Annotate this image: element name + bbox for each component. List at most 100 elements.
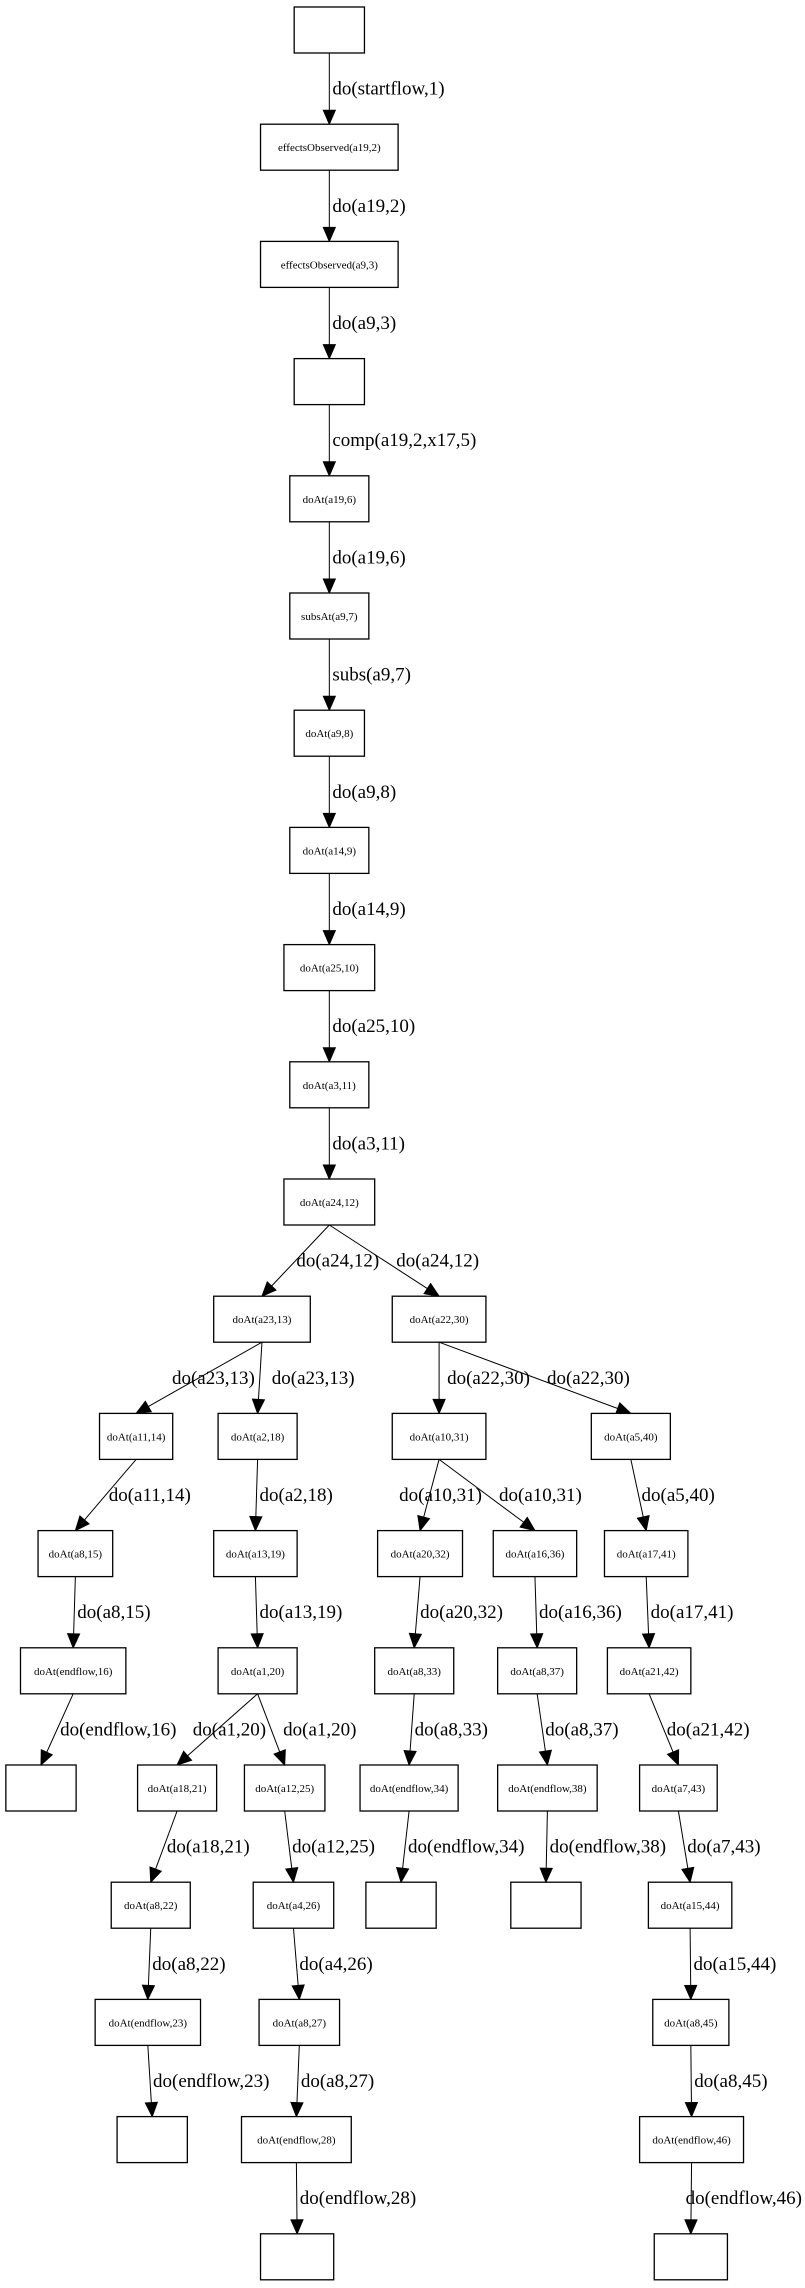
node-label: doAt(a15,44): [661, 1900, 720, 1912]
empty-state-node: [510, 1881, 582, 1929]
transition-edge: do(a5,40): [630, 1459, 715, 1532]
transition-edge: do(a23,13): [251, 1342, 355, 1415]
node-box: [653, 2233, 729, 2281]
edge-line: [690, 2045, 692, 2103]
arrowhead-icon: [66, 1633, 81, 1650]
node-box: [638, 1764, 718, 1812]
node-label: doAt(a8,37): [510, 1666, 564, 1678]
transition-edge: do(a24,12): [329, 1224, 479, 1297]
transition-edge: do(a22,30): [432, 1342, 530, 1415]
node-label: doAt(a11,14): [107, 1431, 166, 1443]
node-label: doAt(a8,33): [387, 1666, 441, 1678]
state-node: doAt(endflow,28): [240, 2115, 352, 2164]
node-box: [289, 592, 370, 640]
node-label: doAt(a8,22): [124, 1900, 178, 1912]
edge-label: do(a11,14): [109, 1485, 191, 1506]
node-box: [293, 357, 366, 406]
transition-edge: do(a11,14): [74, 1459, 191, 1532]
state-node: doAt(a14,9): [289, 826, 370, 875]
transition-edge: do(a8,37): [536, 1693, 619, 1767]
edge-label: do(endflow,23): [153, 2071, 269, 2092]
arrowhead-icon: [684, 2102, 699, 2118]
edge-label: do(a10,31): [499, 1485, 582, 1506]
node-label: effectsObserved(a19,2): [278, 142, 381, 154]
node-box: [252, 1881, 335, 1929]
edge-label: do(a8,15): [77, 1602, 150, 1623]
node-label: doAt(a22,30): [410, 1314, 469, 1326]
node-label: doAt(a13,19): [226, 1549, 285, 1561]
arrowhead-icon: [322, 226, 337, 243]
node-box: [240, 2115, 352, 2164]
edge-label: do(a19,6): [332, 547, 405, 568]
edge-line: [534, 1576, 538, 1634]
arrowhead-icon: [322, 930, 337, 946]
arrowhead-icon: [249, 1515, 263, 1532]
state-node: doAt(a8,15): [37, 1529, 114, 1578]
edge-label: do(endflow,38): [550, 1837, 666, 1858]
transition-edge: do(endflow,46): [684, 2162, 802, 2236]
node-label: doAt(a3,11): [303, 1080, 356, 1092]
node-box: [217, 1412, 298, 1461]
transition-edge: do(startflow,1): [322, 53, 445, 126]
node-box: [259, 2233, 335, 2281]
edge-line: [292, 1928, 299, 1986]
empty-state-node: [5, 1764, 77, 1812]
edge-label: do(endflow,28): [300, 2188, 416, 2209]
arrowhead-icon: [284, 1866, 299, 1884]
state-node: doAt(a4,26): [252, 1881, 335, 1929]
transition-edge: do(a3,11): [322, 1107, 405, 1181]
node-box: [496, 1647, 578, 1695]
arrowhead-icon: [322, 461, 337, 478]
node-box: [638, 2115, 745, 2164]
empty-state-node: [116, 2115, 188, 2164]
node-box: [590, 1412, 671, 1461]
edge-label: do(endflow,46): [686, 2188, 802, 2209]
transition-edge: do(a10,31): [399, 1459, 482, 1532]
edge-label: do(a13,19): [260, 1602, 343, 1623]
edge-line: [409, 1693, 415, 1752]
arrowhead-icon: [141, 1984, 156, 2001]
node-label: subsAt(a9,7): [301, 611, 358, 623]
transition-edge: do(a1,20): [257, 1693, 356, 1767]
empty-state-node: [259, 2233, 335, 2281]
edge-label: do(a8,27): [301, 2071, 374, 2092]
arrowhead-icon: [74, 1515, 90, 1532]
node-box: [374, 1647, 455, 1695]
arrowhead-icon: [403, 1750, 417, 1767]
node-label: doAt(a2,18): [231, 1431, 285, 1443]
state-node: doAt(a23,13): [213, 1295, 311, 1343]
transition-edge: do(a19,2): [322, 170, 406, 243]
node-box: [259, 240, 399, 289]
edge-label: do(a4,26): [299, 1954, 372, 1975]
edge-line: [690, 2162, 693, 2220]
edge-label: do(a8,33): [415, 1719, 488, 1740]
state-node: doAt(a1,20): [217, 1647, 298, 1695]
state-node: doAt(a12,25): [243, 1764, 326, 1812]
edge-line: [257, 1693, 281, 1753]
edge-label: do(endflow,16): [60, 1719, 176, 1740]
node-box: [19, 1647, 127, 1695]
node-label: doAt(endflow,34): [370, 1783, 449, 1795]
transition-edge: do(a25,10): [322, 990, 415, 1064]
arrowhead-icon: [149, 1866, 163, 1884]
arrowhead-icon: [251, 1398, 266, 1415]
transition-edge: do(a18,21): [149, 1810, 250, 1884]
arrowhead-icon: [144, 2101, 159, 2118]
arrowhead-icon: [322, 695, 337, 712]
node-box: [492, 1529, 578, 1578]
node-box: [116, 2115, 188, 2164]
node-label: doAt(endflow,23): [109, 2017, 188, 2029]
arrowhead-icon: [261, 1281, 277, 1298]
transition-edge: do(a10,31): [438, 1458, 582, 1532]
state-node: doAt(a24,12): [283, 1178, 376, 1226]
edge-line: [254, 1576, 258, 1634]
empty-state-node: [293, 357, 366, 406]
node-label: doAt(a25,10): [300, 963, 359, 975]
node-label: doAt(a23,13): [233, 1314, 292, 1326]
transition-edge: do(a8,33): [403, 1693, 488, 1767]
node-label: doAt(a9,8): [305, 728, 353, 740]
edge-line: [438, 1458, 525, 1523]
node-box: [293, 6, 366, 54]
arrowhead-icon: [290, 2219, 304, 2236]
